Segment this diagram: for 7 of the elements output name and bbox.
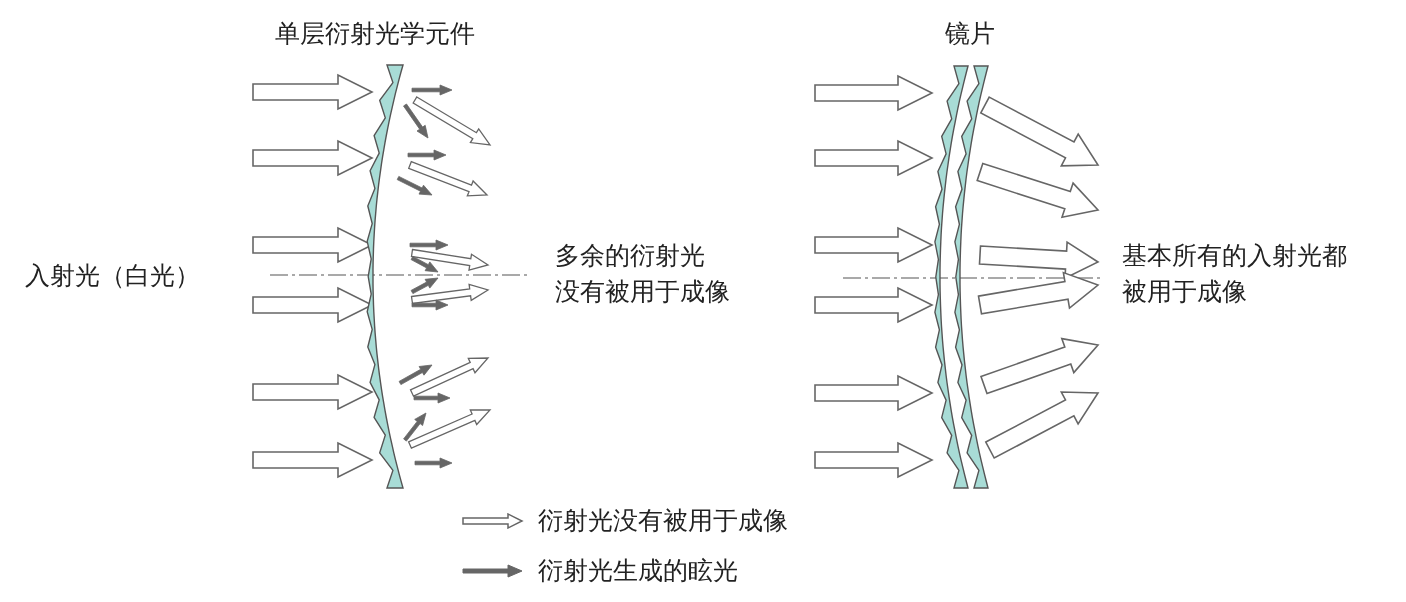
annotation-text: 基本所有的入射光都被用于成像 [1122,240,1348,308]
panel-title: 单层衍射光学元件 [275,18,475,50]
annotation-text: 多余的衍射光没有被用于成像 [555,240,731,308]
legend-text: 衍射光生成的眩光 [538,555,738,587]
legend-text: 衍射光没有被用于成像 [538,505,788,537]
panel-title: 镜片 [945,18,995,50]
incident-light-label: 入射光（白光） [25,260,200,292]
